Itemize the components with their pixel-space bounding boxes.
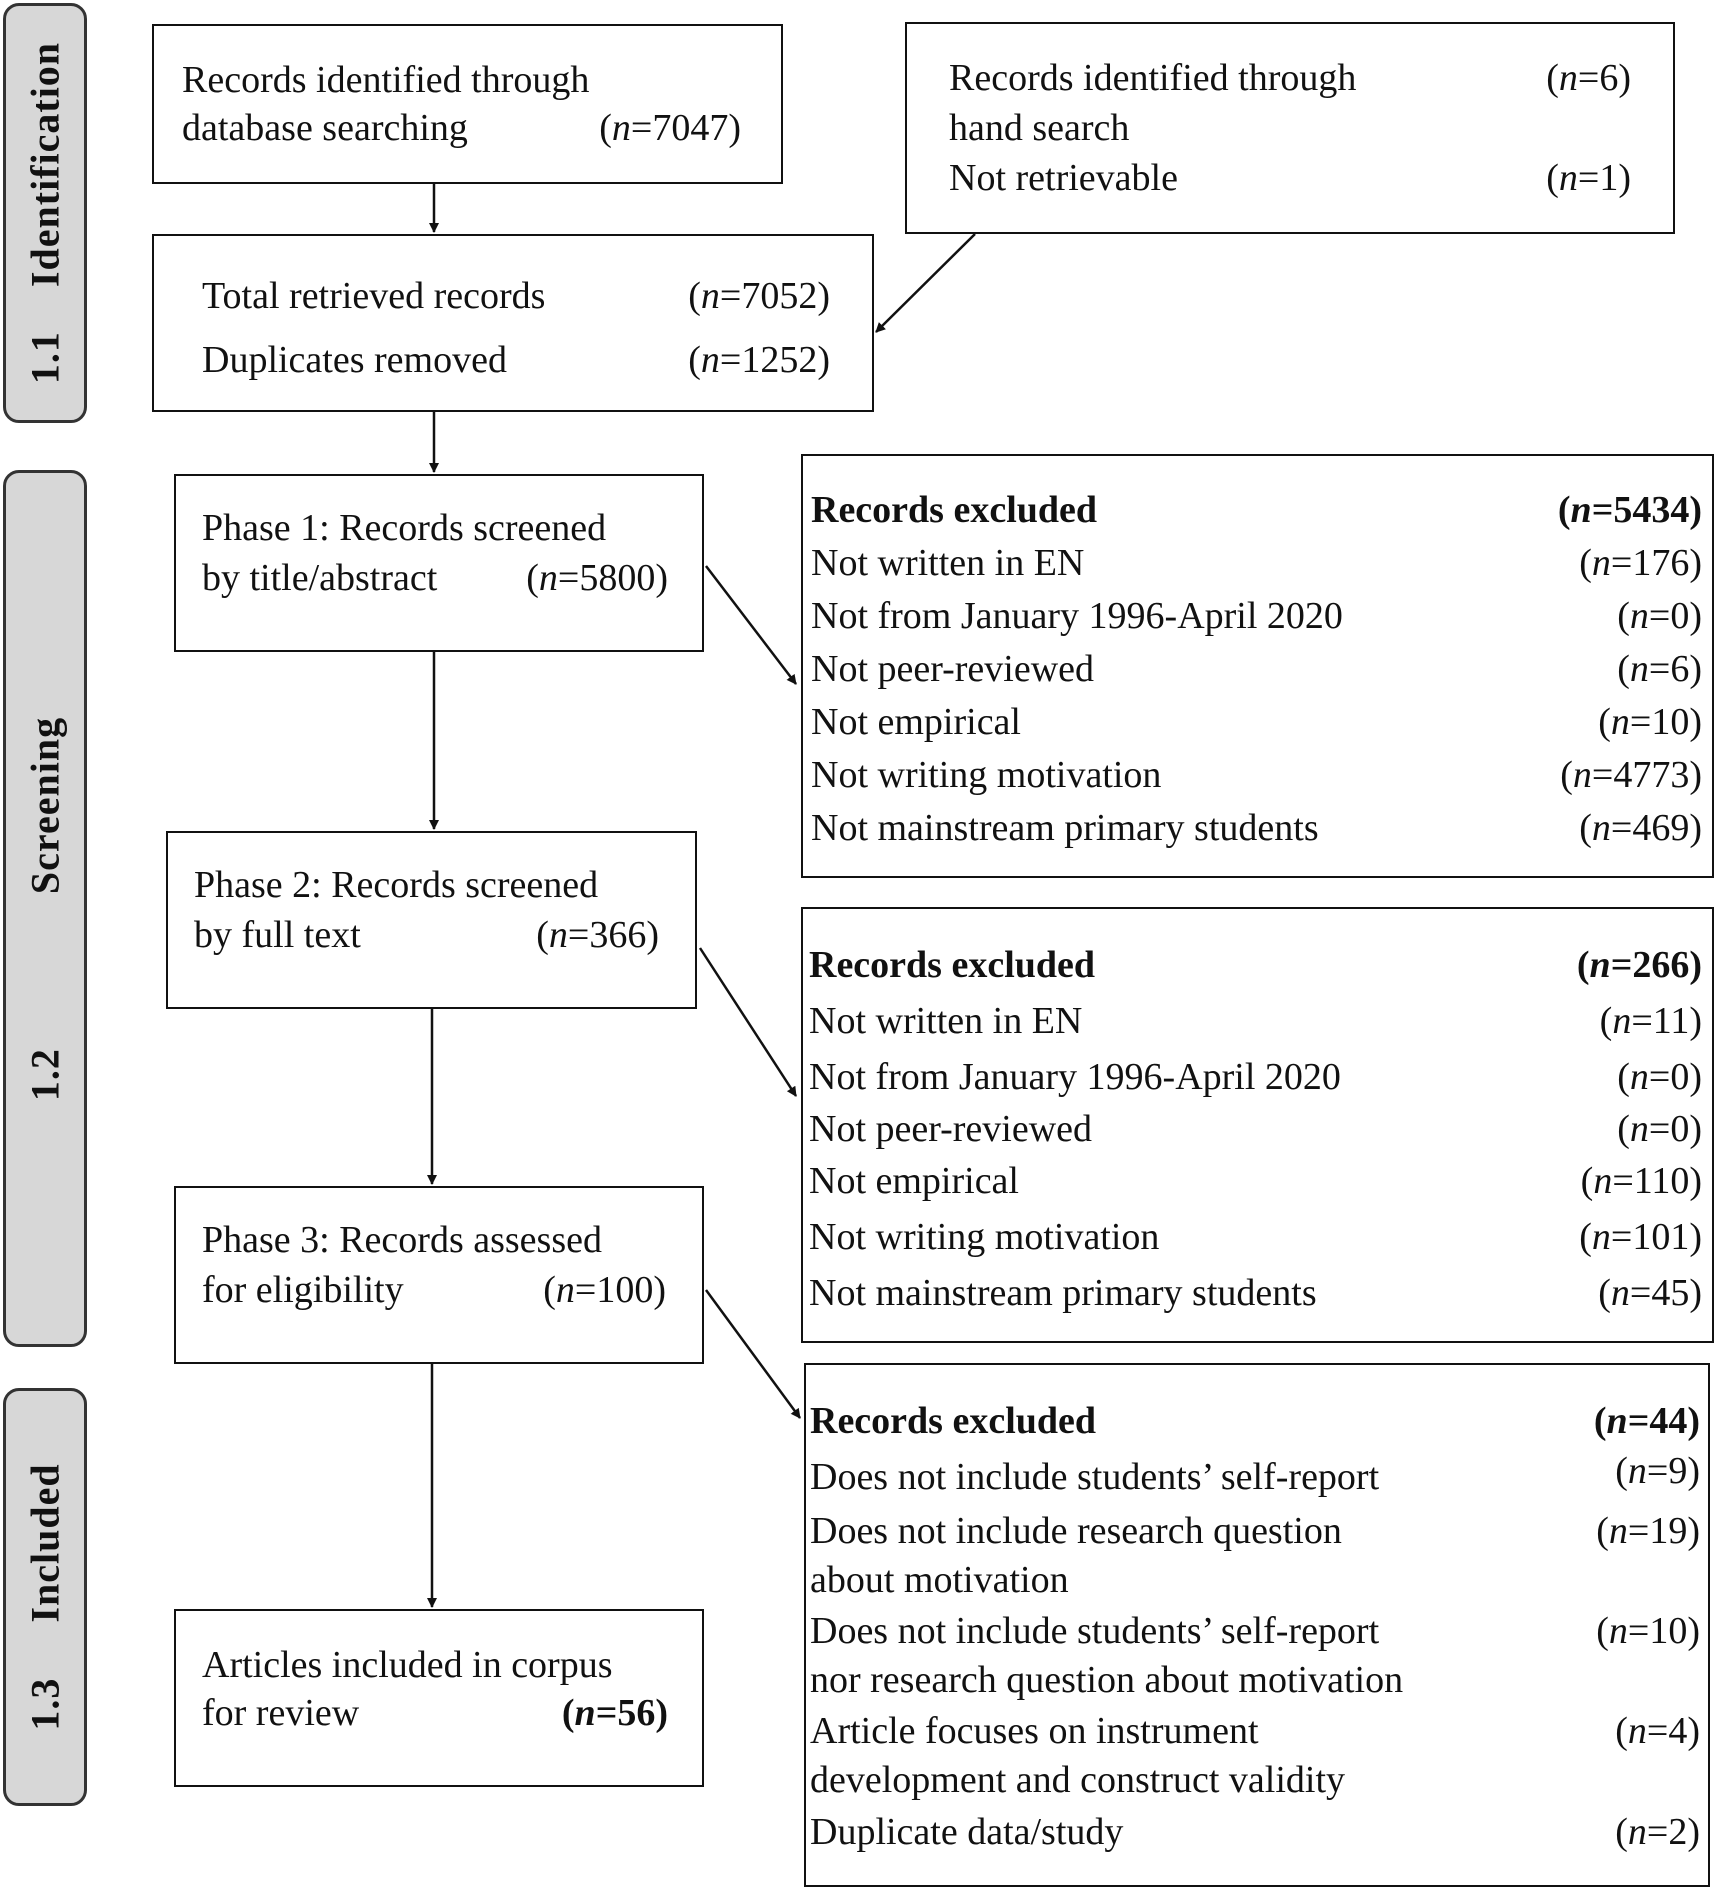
hand-search-line2: hand search bbox=[949, 107, 1130, 149]
excluded3-item: Does not include students’ self-report n… bbox=[810, 1610, 1700, 1701]
phase-tab-identification: 1.1 Identification bbox=[3, 3, 87, 423]
included-line2: for review bbox=[202, 1692, 360, 1734]
total-count1: (n=7052) bbox=[688, 275, 830, 317]
database-search-box: Records identified through database sear… bbox=[152, 24, 783, 184]
included-box: Articles included in corpus for review (… bbox=[174, 1609, 704, 1787]
hand-search-line3: Not retrievable bbox=[949, 157, 1178, 199]
excluded-box-1: Records excluded (n=5434) Not written in… bbox=[801, 454, 1714, 878]
phase3-line2: for eligibility bbox=[202, 1269, 404, 1311]
excluded-box-2: Records excluded (n=266) Not written in … bbox=[801, 907, 1714, 1343]
phase2-line1: Phase 2: Records screened bbox=[194, 864, 599, 906]
phase-tab-screening: 1.2 Screening bbox=[3, 470, 87, 1347]
phase2-line2: by full text bbox=[194, 914, 361, 956]
total-line1: Total retrieved records bbox=[202, 275, 546, 317]
included-line1: Articles included in corpus bbox=[202, 1644, 613, 1686]
arrow-hand-search-to-total bbox=[875, 233, 976, 333]
phase1-box: Phase 1: Records screened by title/abstr… bbox=[174, 474, 704, 652]
phase3-line1: Phase 3: Records assessed bbox=[202, 1219, 602, 1261]
database-line2: database searching bbox=[182, 107, 468, 149]
total-count2: (n=1252) bbox=[688, 339, 830, 381]
database-count: (n=7047) bbox=[599, 107, 741, 149]
hand-search-line1: Records identified through bbox=[949, 57, 1357, 99]
excluded3-item: Article focuses on instrument developmen… bbox=[810, 1710, 1700, 1801]
phase3-box: Phase 3: Records assessed for eligibilit… bbox=[174, 1186, 704, 1364]
hand-search-count1: (n=6) bbox=[1546, 57, 1631, 99]
arrow-phase2-to-excluded2 bbox=[698, 947, 798, 1097]
phase1-line1: Phase 1: Records screened bbox=[202, 507, 607, 549]
excluded3-item: Does not include research question about… bbox=[810, 1510, 1700, 1601]
phase2-box: Phase 2: Records screened by full text (… bbox=[166, 831, 697, 1009]
phase3-count: (n=100) bbox=[543, 1269, 666, 1311]
total-line2: Duplicates removed bbox=[202, 339, 507, 381]
phase1-line2: by title/abstract bbox=[202, 557, 438, 599]
phase-tab-included: 1.3 Included bbox=[3, 1388, 87, 1806]
arrow-phase3-to-excluded3 bbox=[704, 1289, 802, 1419]
phase1-count: (n=5800) bbox=[526, 557, 668, 599]
arrow-phase1-to-excluded1 bbox=[705, 565, 797, 685]
excluded-box-3: Records excluded (n=44) Does not include… bbox=[804, 1363, 1710, 1887]
hand-search-count3: (n=1) bbox=[1546, 157, 1631, 199]
included-count: (n=56) bbox=[561, 1692, 668, 1734]
phase2-count: (n=366) bbox=[536, 914, 659, 956]
database-line1: Records identified through bbox=[182, 59, 590, 101]
hand-search-box: Records identified through (n=6) hand se… bbox=[905, 22, 1675, 234]
total-retrieved-box: Total retrieved records (n=7052) Duplica… bbox=[152, 234, 874, 412]
